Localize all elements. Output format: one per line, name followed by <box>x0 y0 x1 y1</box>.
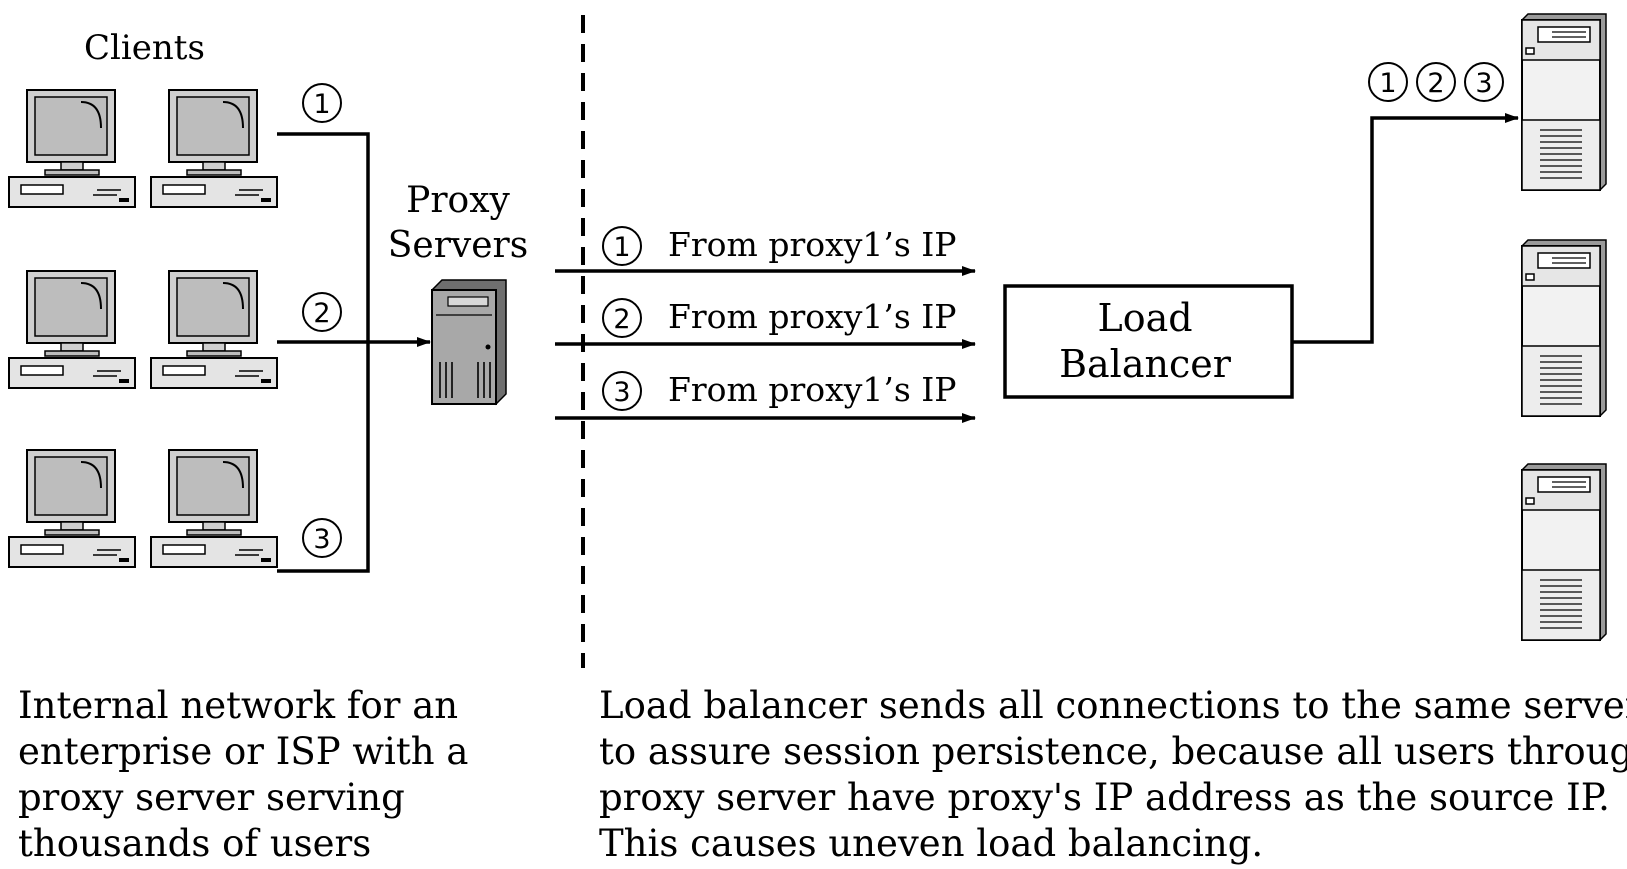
marker-circle <box>302 518 342 558</box>
flow-label: From proxy1’s IP <box>668 370 957 409</box>
proxy-server-icon <box>431 279 507 406</box>
caption-line: proxy server have proxy's IP address as … <box>599 776 1610 819</box>
marker-circle <box>1464 62 1504 102</box>
marker-circle <box>1416 62 1456 102</box>
server-icon <box>1521 239 1607 417</box>
caption-line: This causes uneven load balancing. <box>599 822 1264 865</box>
marker-circle <box>1368 62 1408 102</box>
balancer-to-server-arrow <box>1292 113 1519 344</box>
flow-label: From proxy1’s IP <box>668 297 957 336</box>
clients-title: Clients <box>84 28 205 68</box>
marker-number: 2 <box>1427 68 1444 99</box>
marker-circle <box>602 371 642 411</box>
proxy-servers-title: Proxy Servers <box>378 178 538 268</box>
caption-line: Internal network for an <box>18 684 459 727</box>
client-computer-icon <box>150 270 278 389</box>
client-computer-icon <box>150 89 278 208</box>
client-computer-icon <box>8 270 136 389</box>
marker-number: 1 <box>613 232 630 263</box>
flow-label: From proxy1’s IP <box>668 225 957 264</box>
server-icon <box>1521 463 1607 641</box>
marker-number: 2 <box>313 298 330 329</box>
client-connections <box>277 132 431 573</box>
load-balancer-label-line: Balancer <box>1059 342 1231 386</box>
marker-number: 3 <box>1475 68 1492 99</box>
marker-number: 3 <box>613 377 630 408</box>
marker-number: 3 <box>313 524 330 555</box>
marker-number: 2 <box>613 304 630 335</box>
caption-line: enterprise or ISP with a <box>18 730 469 773</box>
load-balancer-box <box>1003 284 1294 399</box>
marker-circle <box>602 226 642 266</box>
marker-number: 1 <box>1379 68 1396 99</box>
caption-line: to assure session persistence, because a… <box>599 730 1627 773</box>
marker-circle <box>302 292 342 332</box>
proxy-title-line: Proxy <box>406 180 510 221</box>
client-computer-icon <box>150 449 278 568</box>
marker-circle <box>302 83 342 123</box>
client-markers: 1 2 3 <box>302 83 342 558</box>
flow-markers: 1 2 3 <box>602 226 642 411</box>
proxy-title-line: Servers <box>387 225 529 266</box>
client-bus-line <box>277 132 370 573</box>
backend-servers <box>1521 13 1607 641</box>
load-balancer-caption: Load balancer sends all connections to t… <box>599 683 1627 867</box>
caption-line: proxy server serving <box>18 776 405 819</box>
server-icon <box>1521 13 1607 191</box>
marker-number: 1 <box>313 89 330 120</box>
flow-arrows <box>555 266 976 423</box>
marker-circle <box>602 298 642 338</box>
caption-line: Load balancer sends all connections to t… <box>599 684 1627 727</box>
caption-line: thousands of users <box>18 822 372 865</box>
server-markers: 1 2 3 <box>1368 62 1504 102</box>
client-computers <box>8 89 278 568</box>
client-computer-icon <box>8 89 136 208</box>
internal-network-caption: Internal network for an enterprise or IS… <box>18 683 468 867</box>
client-computer-icon <box>8 449 136 568</box>
load-balancer-label: Load Balancer <box>1000 295 1290 387</box>
load-balancer-label-line: Load <box>1097 296 1193 340</box>
